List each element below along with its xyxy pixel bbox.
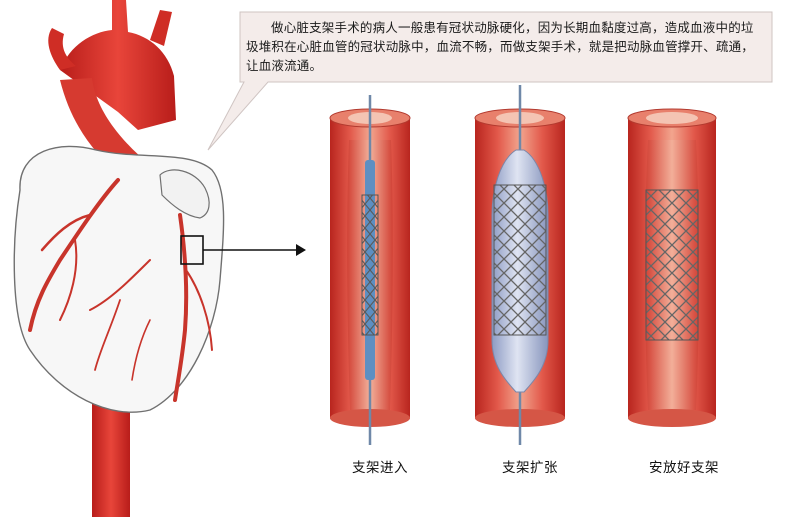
caption-stent-entering: 支架进入 bbox=[320, 456, 440, 476]
vessel-stent-expanding bbox=[475, 85, 565, 445]
vessel-stent-placed bbox=[628, 109, 716, 427]
caption-stent-expanding: 支架扩张 bbox=[470, 456, 590, 476]
caption-stent-placed: 安放好支架 bbox=[624, 456, 744, 476]
description-text: 做心脏支架手术的病人一般患有冠状动脉硬化，因为长期血黏度过高，造成血液中的垃圾堆… bbox=[246, 18, 760, 75]
vessel-stent-entering bbox=[330, 95, 410, 445]
